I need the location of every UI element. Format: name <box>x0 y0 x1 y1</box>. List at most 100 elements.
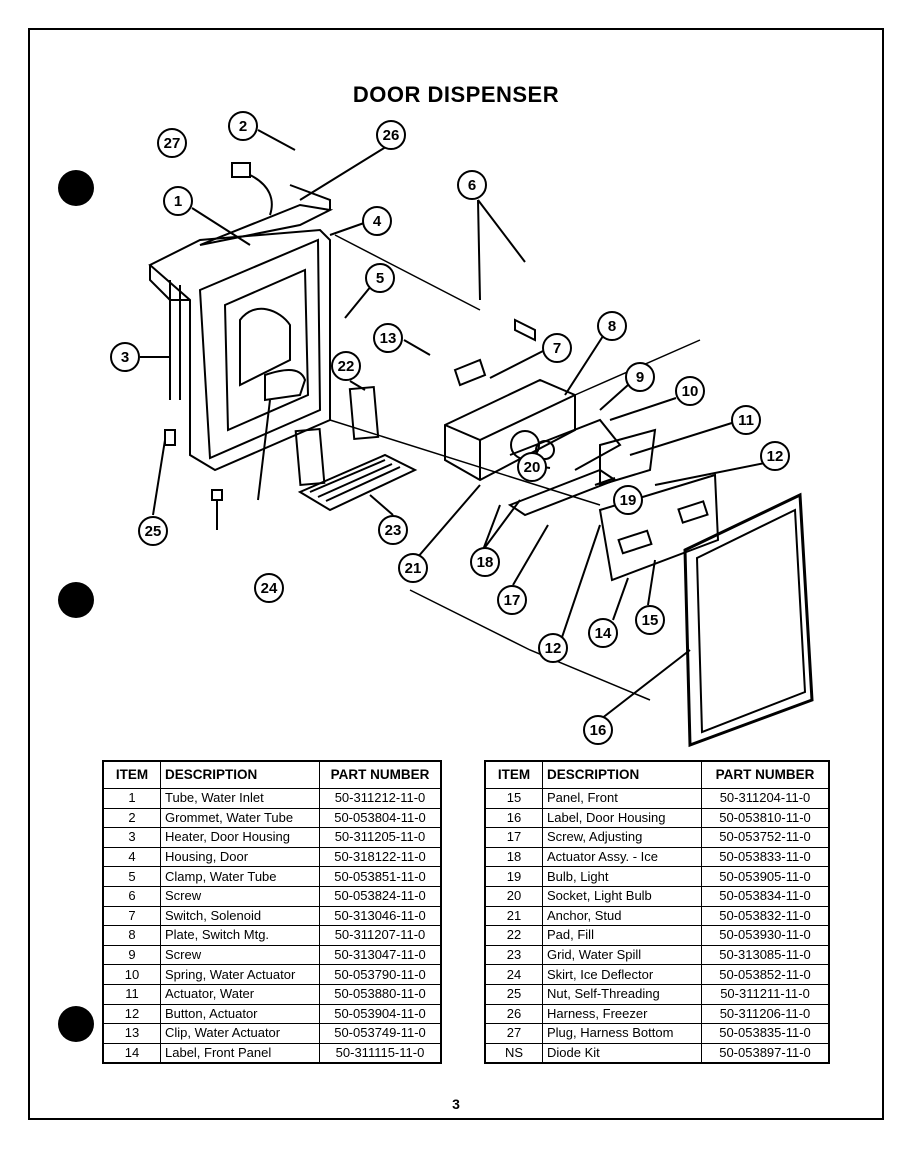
binder-hole-top <box>58 170 94 206</box>
actuator-assembly-drawing <box>444 318 657 517</box>
cell-description: Tube, Water Inlet <box>160 788 320 809</box>
callout-circle <box>542 333 572 363</box>
cell-part-number: 50-053897-11-0 <box>701 1042 830 1064</box>
callout-label: 26 <box>383 127 400 144</box>
callout-circle <box>635 605 665 635</box>
cell-description: Grid, Water Spill <box>542 944 702 966</box>
callout-label: 2 <box>239 118 247 135</box>
callout-circle <box>497 585 527 615</box>
cell-description: Switch, Solenoid <box>160 905 320 927</box>
callout-18: 18 <box>470 547 500 577</box>
callout-17: 17 <box>497 585 527 615</box>
callout-7: 7 <box>542 333 572 363</box>
cell-part-number: 50-053834-11-0 <box>701 885 830 907</box>
cell-description: Label, Door Housing <box>542 807 702 829</box>
callout-label: 13 <box>380 330 397 347</box>
callout-circle <box>138 516 168 546</box>
cell-part-number: 50-053790-11-0 <box>319 964 442 985</box>
callout-label: 5 <box>376 270 384 287</box>
exploded-parts-diagram: 1234567891011131415161718192021222324252… <box>110 111 814 748</box>
page-border <box>28 28 884 1120</box>
callout-label: 12 <box>767 448 784 465</box>
cell-item: 7 <box>102 905 161 927</box>
cell-description: Label, Front Panel <box>160 1042 320 1064</box>
cell-item: 5 <box>102 866 161 887</box>
callout-label: 6 <box>468 177 476 194</box>
callout-circle <box>331 351 361 381</box>
cell-part-number: 50-053749-11-0 <box>319 1023 442 1044</box>
callout-8: 8 <box>597 311 627 341</box>
callout-circle <box>538 633 568 663</box>
col-header-part-number: PART NUMBER <box>701 760 830 789</box>
cell-item: 27 <box>484 1023 543 1044</box>
binder-hole-middle <box>58 582 94 618</box>
callout-5: 5 <box>365 263 395 293</box>
cell-part-number: 50-053752-11-0 <box>701 827 830 848</box>
cell-description: Screw <box>160 944 320 966</box>
cell-description: Panel, Front <box>542 788 702 809</box>
callout-circle <box>228 111 258 141</box>
cell-part-number: 50-053804-11-0 <box>319 807 442 829</box>
cell-item: 24 <box>484 964 543 985</box>
callout-label: 4 <box>373 213 382 230</box>
cell-description: Screw, Adjusting <box>542 827 702 848</box>
cell-description: Plate, Switch Mtg. <box>160 925 320 946</box>
cell-part-number: 50-053835-11-0 <box>701 1023 830 1044</box>
cell-item: 19 <box>484 866 543 887</box>
page-number: 3 <box>452 1096 460 1112</box>
cell-part-number: 50-318122-11-0 <box>319 846 442 868</box>
cell-item: 4 <box>102 846 161 868</box>
cell-part-number: 50-311205-11-0 <box>319 827 442 848</box>
col-header-item: ITEM <box>102 760 161 789</box>
cell-part-number: 50-053810-11-0 <box>701 807 830 829</box>
cell-description: Anchor, Stud <box>542 905 702 927</box>
callout-2: 2 <box>228 111 258 141</box>
cell-item: NS <box>484 1042 543 1064</box>
cell-description: Heater, Door Housing <box>160 827 320 848</box>
cell-part-number: 50-053852-11-0 <box>701 964 830 985</box>
callout-circle <box>597 311 627 341</box>
callout-circle <box>583 715 613 745</box>
callout-circle <box>675 376 705 406</box>
cell-part-number: 50-053824-11-0 <box>319 885 442 907</box>
callout-4: 4 <box>362 206 392 236</box>
cell-description: Button, Actuator <box>160 1003 320 1025</box>
callout-12: 12 <box>760 441 790 471</box>
callout-24: 24 <box>254 573 284 603</box>
cell-description: Screw <box>160 885 320 907</box>
callout-label: 12 <box>545 640 562 657</box>
cell-item: 8 <box>102 925 161 946</box>
col-header-description: DESCRIPTION <box>160 760 320 789</box>
callout-label: 22 <box>338 358 355 375</box>
callout-circle <box>254 573 284 603</box>
callout-circle <box>362 206 392 236</box>
callout-10: 10 <box>675 376 705 406</box>
callout-circle <box>457 170 487 200</box>
cell-part-number: 50-053905-11-0 <box>701 866 830 887</box>
callout-11: 11 <box>731 405 761 435</box>
cell-description: Spring, Water Actuator <box>160 964 320 985</box>
cell-item: 1 <box>102 788 161 809</box>
callout-label: 27 <box>164 135 181 152</box>
cell-part-number: 50-053930-11-0 <box>701 925 830 946</box>
cell-item: 26 <box>484 1003 543 1025</box>
callout-label: 1 <box>174 193 182 210</box>
cell-item: 25 <box>484 983 543 1005</box>
cell-part-number: 50-311207-11-0 <box>319 925 442 946</box>
callout-circle <box>470 547 500 577</box>
cell-part-number: 50-311204-11-0 <box>701 788 830 809</box>
cell-part-number: 50-313046-11-0 <box>319 905 442 927</box>
